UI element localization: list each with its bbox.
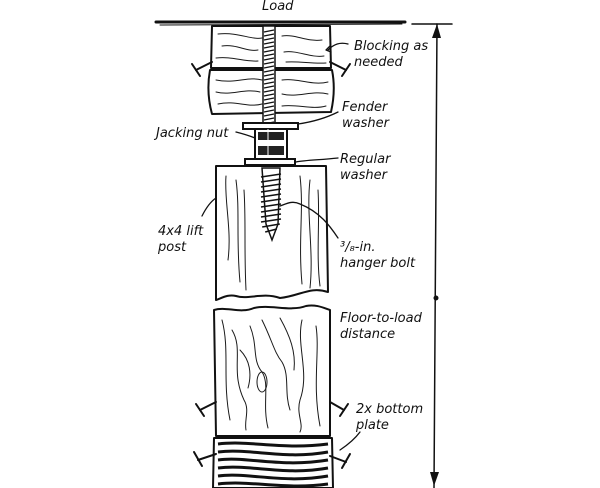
rod-thread [263,29,275,33]
load-beam [154,20,407,26]
bolt-thread [260,218,282,223]
rod-thread [263,117,275,121]
post-nails [193,401,351,469]
jacking-nut [254,128,288,160]
bolt-thread [260,183,282,188]
rod-thread [263,57,275,61]
upper-blocking [210,25,332,69]
rod-thread [263,105,275,109]
lift-post-upper [215,165,329,301]
bolt-thread [264,228,278,233]
bottom-plate [212,437,334,488]
threaded-rod [262,25,276,127]
blocking-nails [191,61,351,77]
rod-thread [263,77,275,81]
jacking-nut-label: Jacking nut [153,126,229,141]
bolt-thread [260,178,282,183]
hanger-bolt-label: ³/₈-in.hanger bolt [340,240,416,271]
rod-thread [263,69,275,73]
bolt-thread [260,188,282,193]
bolt-thread [260,198,282,203]
bolt-thread [260,203,282,208]
rod-thread [263,45,275,49]
rod-thread [263,41,275,45]
rod-thread [263,53,275,57]
rod-thread [263,73,275,77]
rod-thread [263,81,275,85]
rod-thread [263,85,275,89]
rod-thread [263,61,275,65]
rod-thread [263,113,275,117]
leader-lines [201,42,361,451]
bolt-thread [262,223,280,228]
bolt-thread [260,173,282,178]
rod-thread [263,65,275,69]
rod-thread [263,37,275,41]
rod-thread [263,33,275,37]
rod-thread [263,93,275,97]
rod-thread [263,109,275,113]
bolt-thread [260,213,282,218]
hanger-bolt [260,167,282,243]
rod-thread [263,49,275,53]
load-label: Load [262,0,294,14]
lift-post-lower [213,304,331,437]
rod-thread [263,89,275,93]
bolt-thread [260,193,282,198]
rod-thread [263,97,275,101]
lower-blocking [207,69,335,115]
rod-thread [263,101,275,105]
floor-to-load-dimension [411,23,453,488]
regular-washer [244,158,296,166]
bolt-thread [260,208,282,213]
